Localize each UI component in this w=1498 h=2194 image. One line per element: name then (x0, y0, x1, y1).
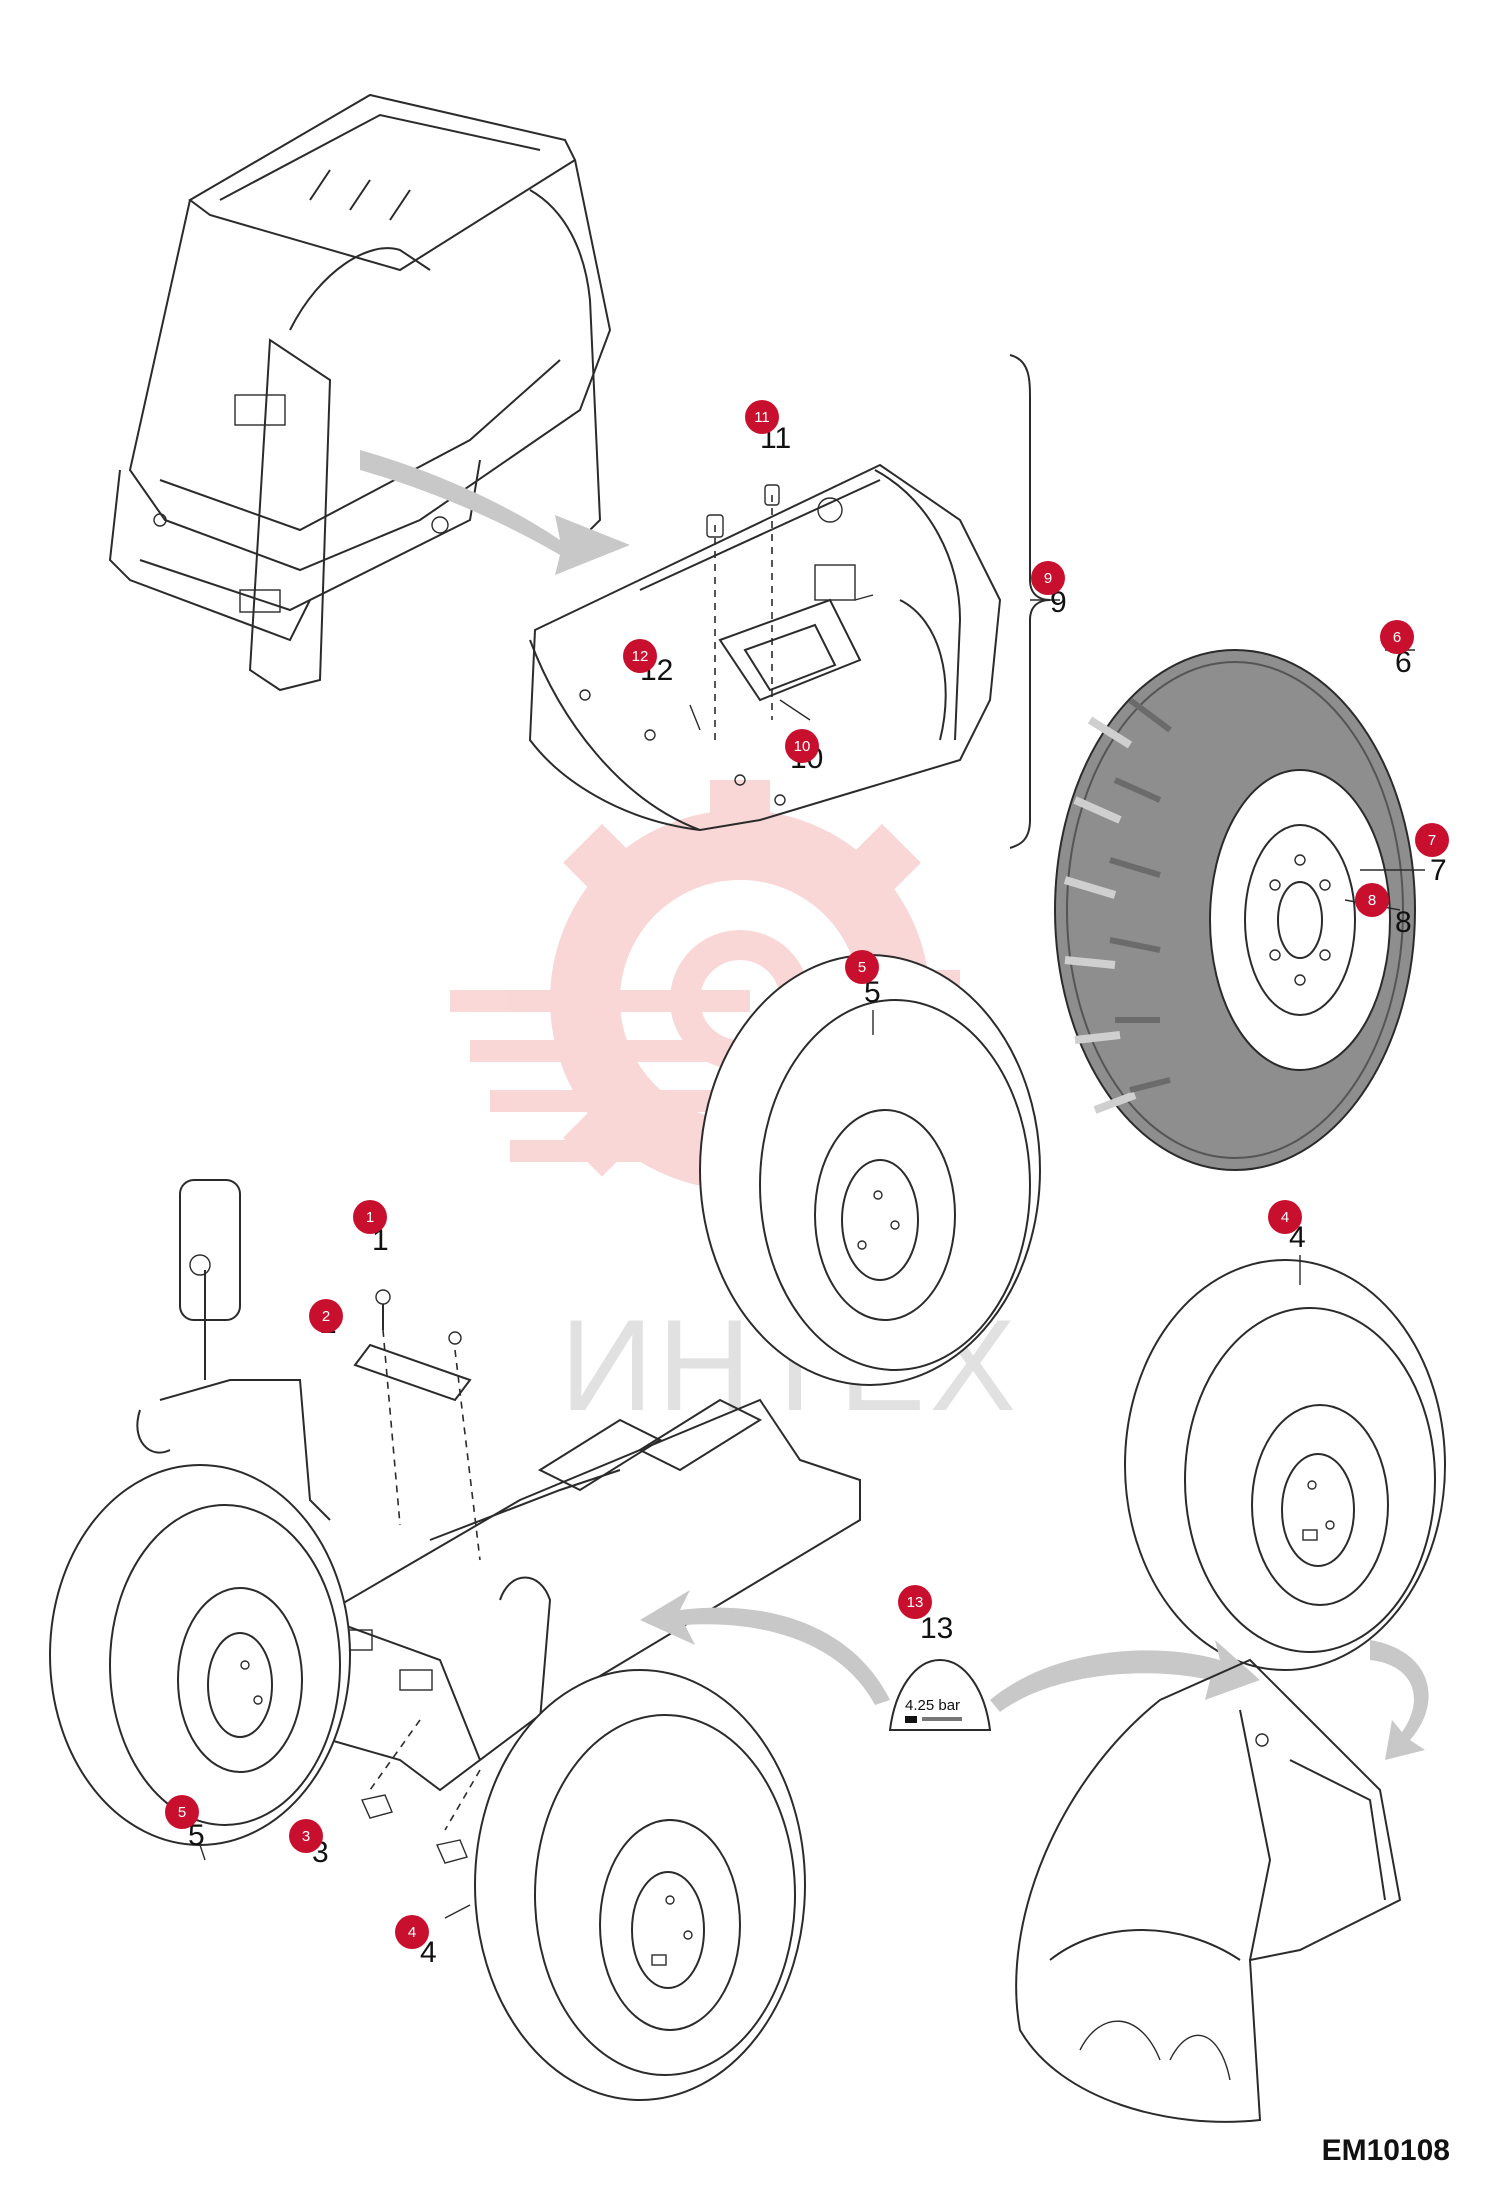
pressure-decal: 4.25 bar (888, 1658, 992, 1731)
callout-badge[interactable]: 6 (1380, 620, 1414, 654)
badge-label: 10 (794, 738, 811, 755)
callout-number: 5 (188, 1819, 205, 1852)
badge-label: 3 (302, 1828, 310, 1845)
badge-label: 11 (754, 409, 770, 426)
callout-badge[interactable]: 4 (1268, 1200, 1302, 1234)
decal-arrow-left (640, 1590, 890, 1705)
callout-badge[interactable]: 5 (165, 1795, 199, 1829)
callout-number: 13 (920, 1612, 953, 1645)
badge-label: 4 (408, 1924, 416, 1941)
decal-pressure-text: 4.25 bar (905, 1697, 960, 1714)
badge-label: 4 (1281, 1209, 1289, 1226)
badge-label: 1 (366, 1209, 374, 1226)
callout-badge[interactable]: 3 (289, 1819, 323, 1853)
badge-label: 12 (632, 648, 649, 665)
tread-tyre (1054, 649, 1416, 1171)
callout-number: 8 (1395, 906, 1412, 939)
group-bracket (1009, 354, 1051, 849)
badge-label: 9 (1044, 570, 1052, 587)
callout-badges: 11 9 12 10 6 7 8 5 1 2 4 13 5 3 4 (165, 400, 1449, 1949)
badge-label: 8 (1368, 892, 1376, 909)
callout-number: 7 (1430, 854, 1447, 887)
tyre-4-lower (474, 1669, 806, 2101)
direction-arrow-top (360, 450, 630, 575)
callout-badge[interactable]: 13 (898, 1585, 932, 1619)
tank-assembly (528, 463, 1002, 832)
callout-badge[interactable]: 9 (1031, 561, 1065, 595)
rops-frame (108, 93, 612, 692)
callout-badge[interactable]: 2 (309, 1299, 343, 1333)
badge-label: 2 (322, 1308, 330, 1325)
figure-code: EM10108 (1321, 2134, 1450, 2167)
chassis (136, 1379, 861, 1792)
callout-badge[interactable]: 1 (353, 1200, 387, 1234)
badge-label: 7 (1428, 832, 1436, 849)
decal-arrow-right (990, 1640, 1260, 1712)
plate-and-fasteners (353, 1289, 481, 1864)
rotate-arrow (1370, 1640, 1429, 1760)
badge-label: 13 (907, 1594, 924, 1611)
tyre-4-upper (1124, 1259, 1446, 1671)
callout-badge[interactable]: 4 (395, 1915, 429, 1949)
badge-label: 5 (858, 959, 866, 976)
badge-label: 6 (1393, 629, 1401, 646)
callout-number: 5 (864, 976, 881, 1009)
callout-number: 6 (1395, 646, 1412, 679)
callout-badge[interactable]: 12 (623, 639, 657, 673)
callout-badge[interactable]: 11 (745, 400, 779, 434)
callout-number: 4 (420, 1936, 437, 1969)
tyre-5-upper (699, 954, 1041, 1386)
callout-badge[interactable]: 8 (1355, 883, 1389, 917)
callout-number: 9 (1050, 586, 1067, 619)
callout-badge[interactable]: 5 (845, 950, 879, 984)
fender (1015, 1658, 1402, 2123)
badge-label: 5 (178, 1804, 186, 1821)
mirror (179, 1179, 241, 1380)
tyre-5-lower (49, 1464, 351, 1846)
callout-badge[interactable]: 10 (785, 729, 819, 763)
callout-badge[interactable]: 7 (1415, 823, 1449, 857)
